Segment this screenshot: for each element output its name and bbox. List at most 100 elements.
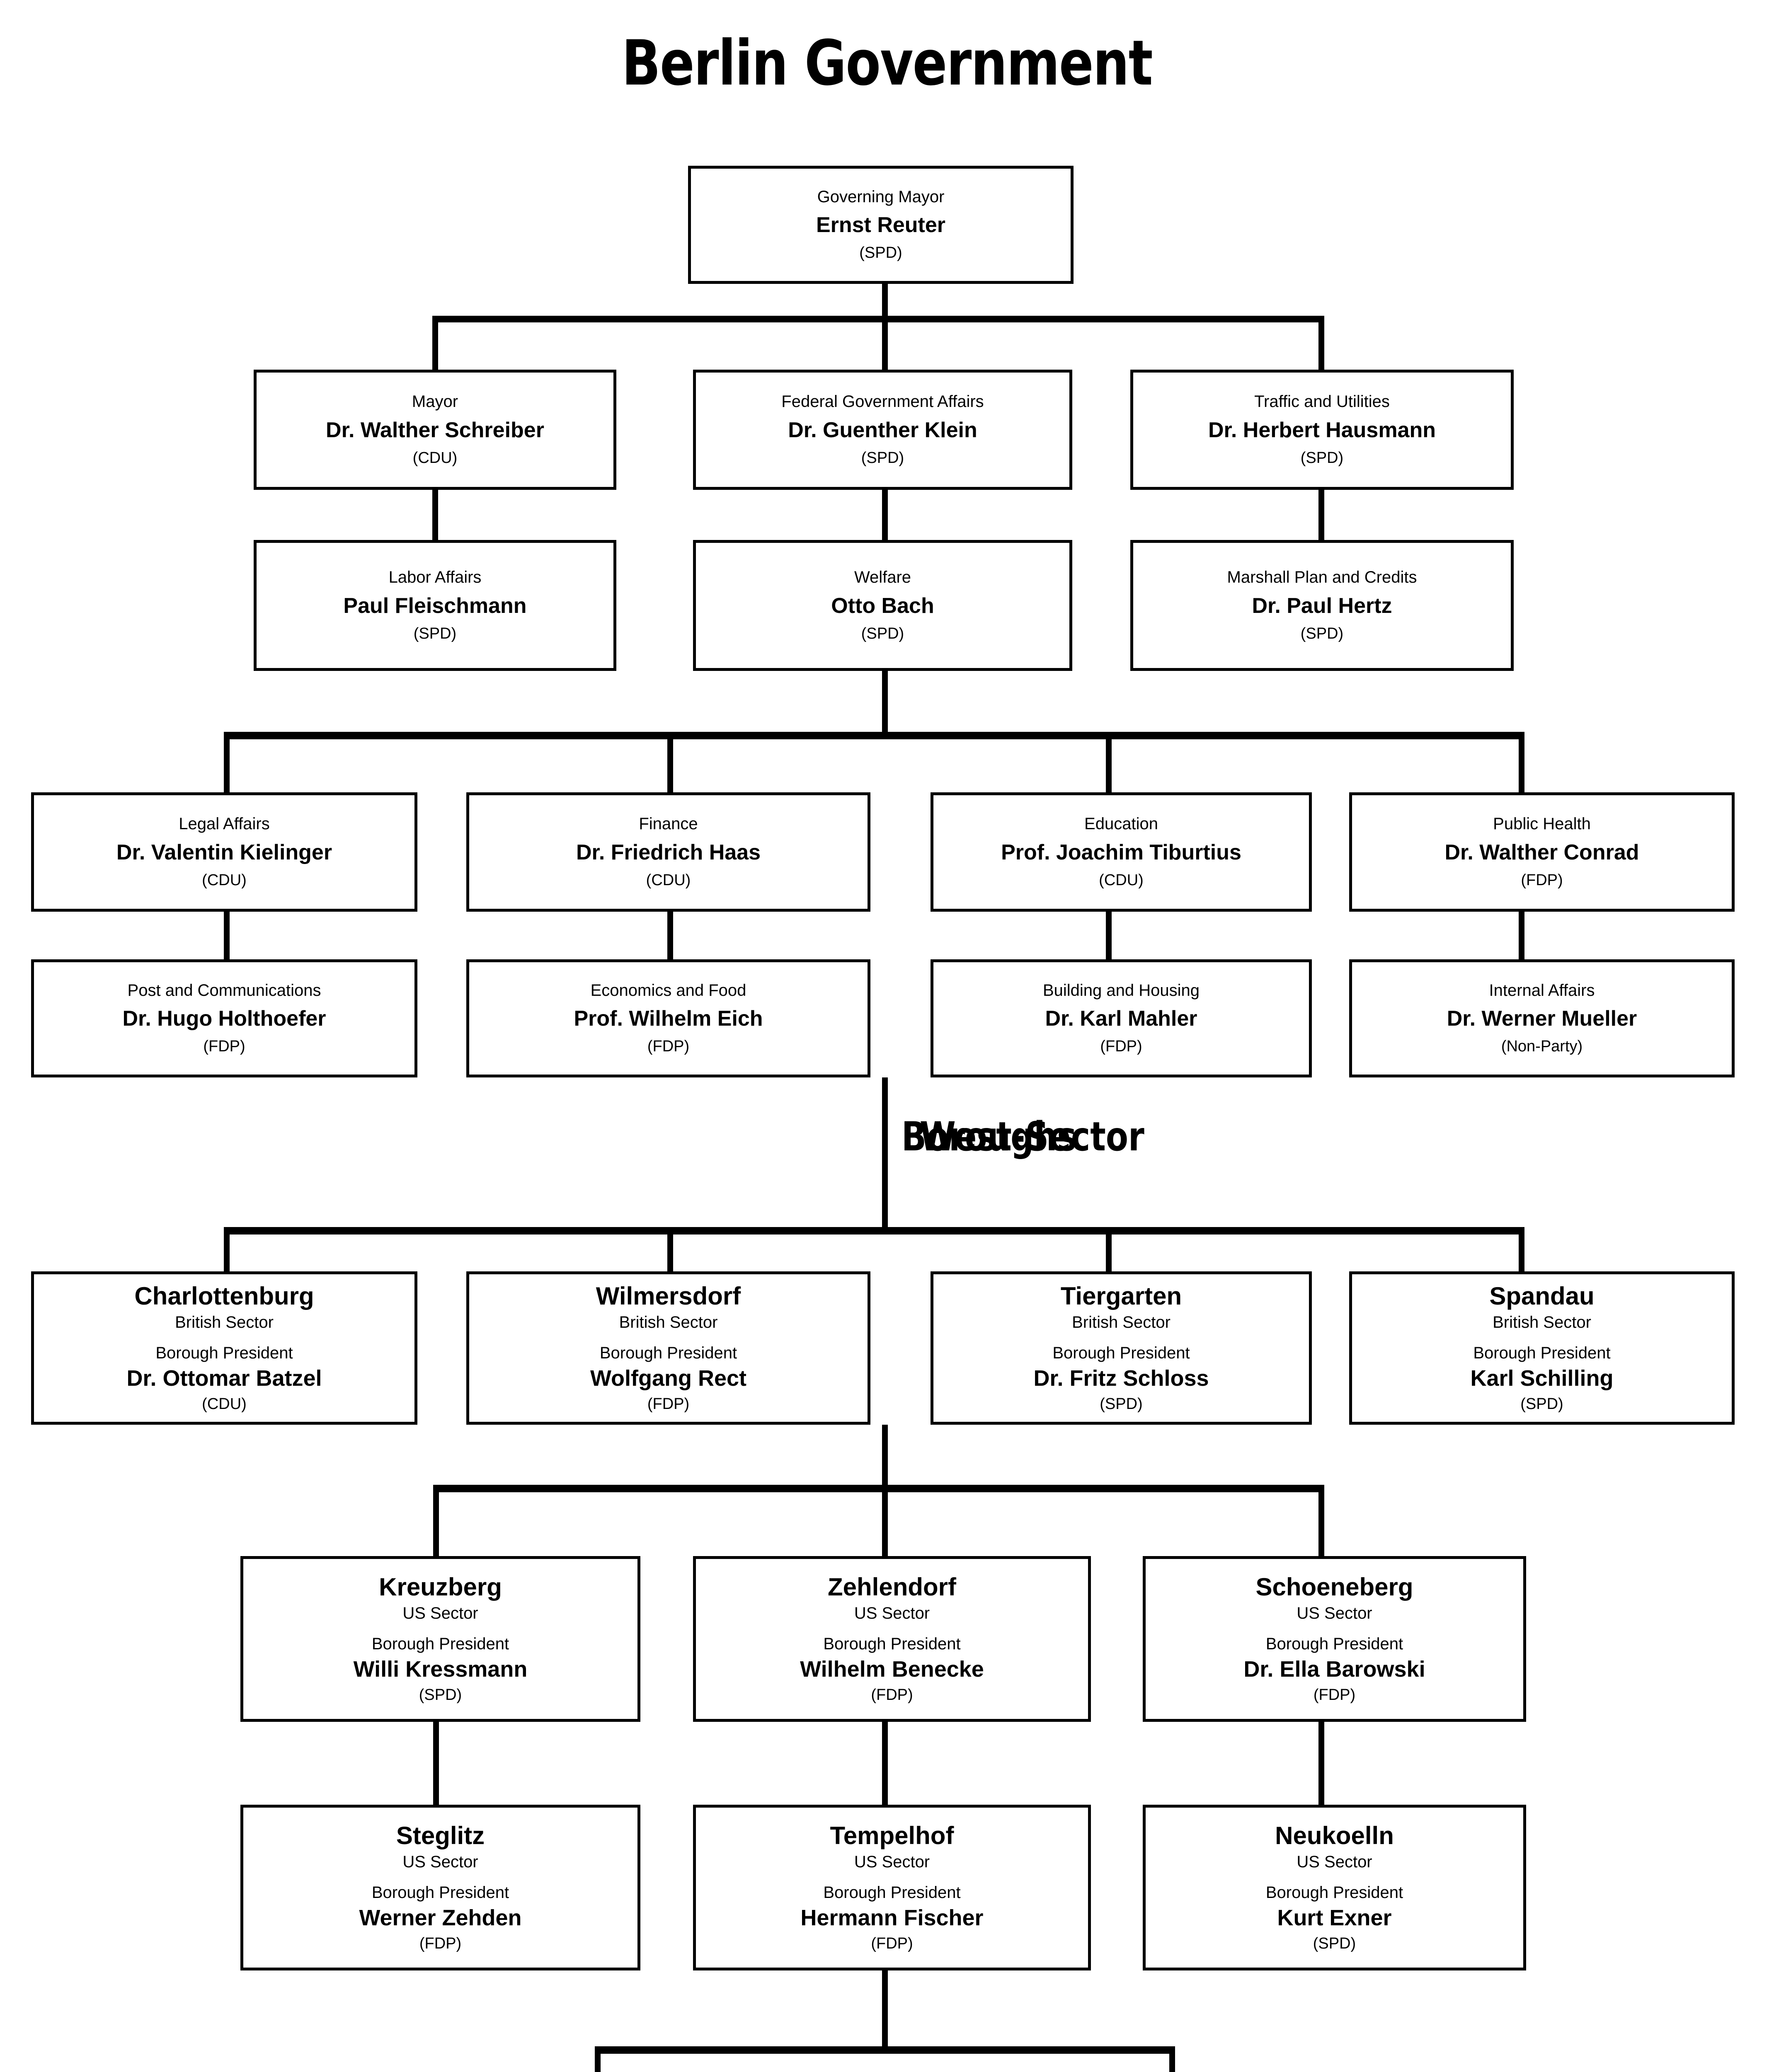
node-federal-government-affairs[interactable]: Federal Government Affairs Dr. Guenther … [693,370,1072,490]
borough-party: (FDP) [419,1935,462,1953]
borough-party: (SPD) [1100,1395,1143,1413]
node-person: Dr. Friedrich Haas [576,840,761,864]
node-borough-zehlendorf[interactable]: Zehlendorf US Sector Borough President W… [693,1556,1091,1722]
node-party: (SPD) [1300,625,1344,642]
node-party: (SPD) [859,244,902,262]
node-role: Marshall Plan and Credits [1227,568,1417,587]
connector-zehlendorf-to-tempelhof [882,1722,888,1809]
node-borough-neukoelln[interactable]: Neukoelln US Sector Borough President Ku… [1143,1805,1526,1970]
node-person: Dr. Paul Hertz [1252,593,1392,618]
section-heading-boroughs: Boroughs [902,1113,1077,1160]
node-role: Mayor [412,392,458,411]
node-party: (CDU) [646,871,691,889]
node-person: Dr. Karl Mahler [1045,1007,1197,1031]
node-role: Economics and Food [590,981,746,1000]
connector-row4-drop-3 [1106,732,1112,795]
borough-name: Tempelhof [830,1821,954,1849]
node-borough-wilmersdorf[interactable]: Wilmersdorf British Sector Borough Presi… [466,1271,870,1425]
connector-row4-drop-1 [224,732,230,795]
borough-sector: British Sector [619,1313,718,1331]
node-borough-spandau[interactable]: Spandau British Sector Borough President… [1349,1271,1735,1425]
node-person: Dr. Valentin Kielinger [116,840,332,864]
connector-row4-bus [224,732,1524,739]
connector-finance-to-economics [667,912,673,961]
borough-president-name: Wolfgang Rect [590,1365,746,1391]
node-party: (CDU) [412,449,458,467]
connector-borough2-drop-3 [1318,1485,1324,1559]
node-borough-kreuzberg[interactable]: Kreuzberg US Sector Borough President Wi… [240,1556,640,1722]
borough-sector: British Sector [1072,1313,1171,1331]
borough-president-title: Borough President [823,1634,961,1653]
borough-president-title: Borough President [1265,1634,1403,1653]
borough-president-title: Borough President [155,1343,293,1362]
node-borough-tempelhof[interactable]: Tempelhof US Sector Borough President He… [693,1805,1091,1970]
connector-boroughs-bus [224,1227,1524,1234]
borough-name: Wilmersdorf [596,1282,741,1310]
borough-president-name: Dr. Ottomar Batzel [126,1365,322,1391]
borough-president-name: Werner Zehden [359,1905,522,1930]
node-marshall-plan-and-credits[interactable]: Marshall Plan and Credits Dr. Paul Hertz… [1130,540,1514,671]
node-borough-tiergarten[interactable]: Tiergarten British Sector Borough Presid… [931,1271,1312,1425]
node-legal-affairs[interactable]: Legal Affairs Dr. Valentin Kielinger (CD… [31,792,417,912]
node-party: (FDP) [1100,1038,1142,1055]
connector-final-right [1169,2046,1175,2072]
node-finance[interactable]: Finance Dr. Friedrich Haas (CDU) [466,792,870,912]
node-mayor[interactable]: Mayor Dr. Walther Schreiber (CDU) [254,370,616,490]
borough-sector: US Sector [1297,1852,1372,1871]
connector-welfare-down [882,671,888,737]
node-borough-schoeneberg[interactable]: Schoeneberg US Sector Borough President … [1143,1556,1526,1722]
borough-sector: US Sector [854,1852,930,1871]
node-governing-mayor[interactable]: Governing Mayor Ernst Reuter (SPD) [688,166,1074,284]
node-welfare[interactable]: Welfare Otto Bach (SPD) [693,540,1072,671]
connector-traffic-to-marshall [1318,490,1324,542]
node-education[interactable]: Education Prof. Joachim Tiburtius (CDU) [931,792,1312,912]
connector-kreuzberg-to-steglitz [433,1722,439,1809]
node-party: (SPD) [413,625,457,642]
connector-borough2-drop-2 [882,1485,888,1559]
node-person: Dr. Hugo Holthoefer [122,1007,326,1031]
node-role: Education [1084,815,1158,833]
borough-sector: US Sector [402,1604,478,1622]
node-party: (FDP) [647,1038,690,1055]
node-borough-charlottenburg[interactable]: Charlottenburg British Sector Borough Pr… [31,1271,417,1425]
connector-row2-right [1318,316,1324,370]
connector-borough-drop-3 [1106,1227,1112,1275]
borough-name: Zehlendorf [828,1573,956,1601]
node-internal-affairs[interactable]: Internal Affairs Dr. Werner Mueller (Non… [1349,959,1735,1077]
borough-party: (FDP) [647,1395,690,1413]
connector-final-spine [882,1970,888,2053]
node-building-and-housing[interactable]: Building and Housing Dr. Karl Mahler (FD… [931,959,1312,1077]
node-role: Building and Housing [1042,981,1200,1000]
borough-name: Tiergarten [1060,1282,1182,1310]
connector-borough2-drop-1 [433,1485,439,1559]
node-role: Finance [639,815,698,833]
node-party: (FDP) [1521,871,1563,889]
node-person: Dr. Werner Mueller [1447,1007,1637,1031]
node-person: Prof. Joachim Tiburtius [1001,840,1241,864]
connector-final-bus [595,2046,1175,2054]
section-heading-west-sector: West-Sector [919,1113,1144,1160]
node-person: Otto Bach [831,593,934,618]
node-traffic-and-utilities[interactable]: Traffic and Utilities Dr. Herbert Hausma… [1130,370,1514,490]
borough-name: Kreuzberg [379,1573,502,1601]
node-person: Dr. Guenther Klein [788,418,977,442]
borough-sector: US Sector [854,1604,930,1622]
borough-party: (FDP) [871,1935,913,1953]
borough-name: Steglitz [396,1821,485,1849]
borough-party: (SPD) [419,1686,462,1704]
borough-president-title: Borough President [1265,1883,1403,1902]
node-borough-steglitz[interactable]: Steglitz US Sector Borough President Wer… [240,1805,640,1970]
node-person: Ernst Reuter [816,213,946,237]
connector-borough-drop-4 [1519,1227,1524,1275]
node-post-and-communications[interactable]: Post and Communications Dr. Hugo Holthoe… [31,959,417,1077]
borough-sector: British Sector [1493,1313,1591,1331]
node-role: Federal Government Affairs [781,392,984,411]
borough-name: Schoeneberg [1255,1573,1413,1601]
node-labor-affairs[interactable]: Labor Affairs Paul Fleischmann (SPD) [254,540,616,671]
node-economics-and-food[interactable]: Economics and Food Prof. Wilhelm Eich (F… [466,959,870,1077]
node-person: Dr. Walther Schreiber [326,418,544,442]
node-public-health[interactable]: Public Health Dr. Walther Conrad (FDP) [1349,792,1735,912]
connector-root-down [882,283,888,318]
connector-borough-drop-1 [224,1227,230,1275]
